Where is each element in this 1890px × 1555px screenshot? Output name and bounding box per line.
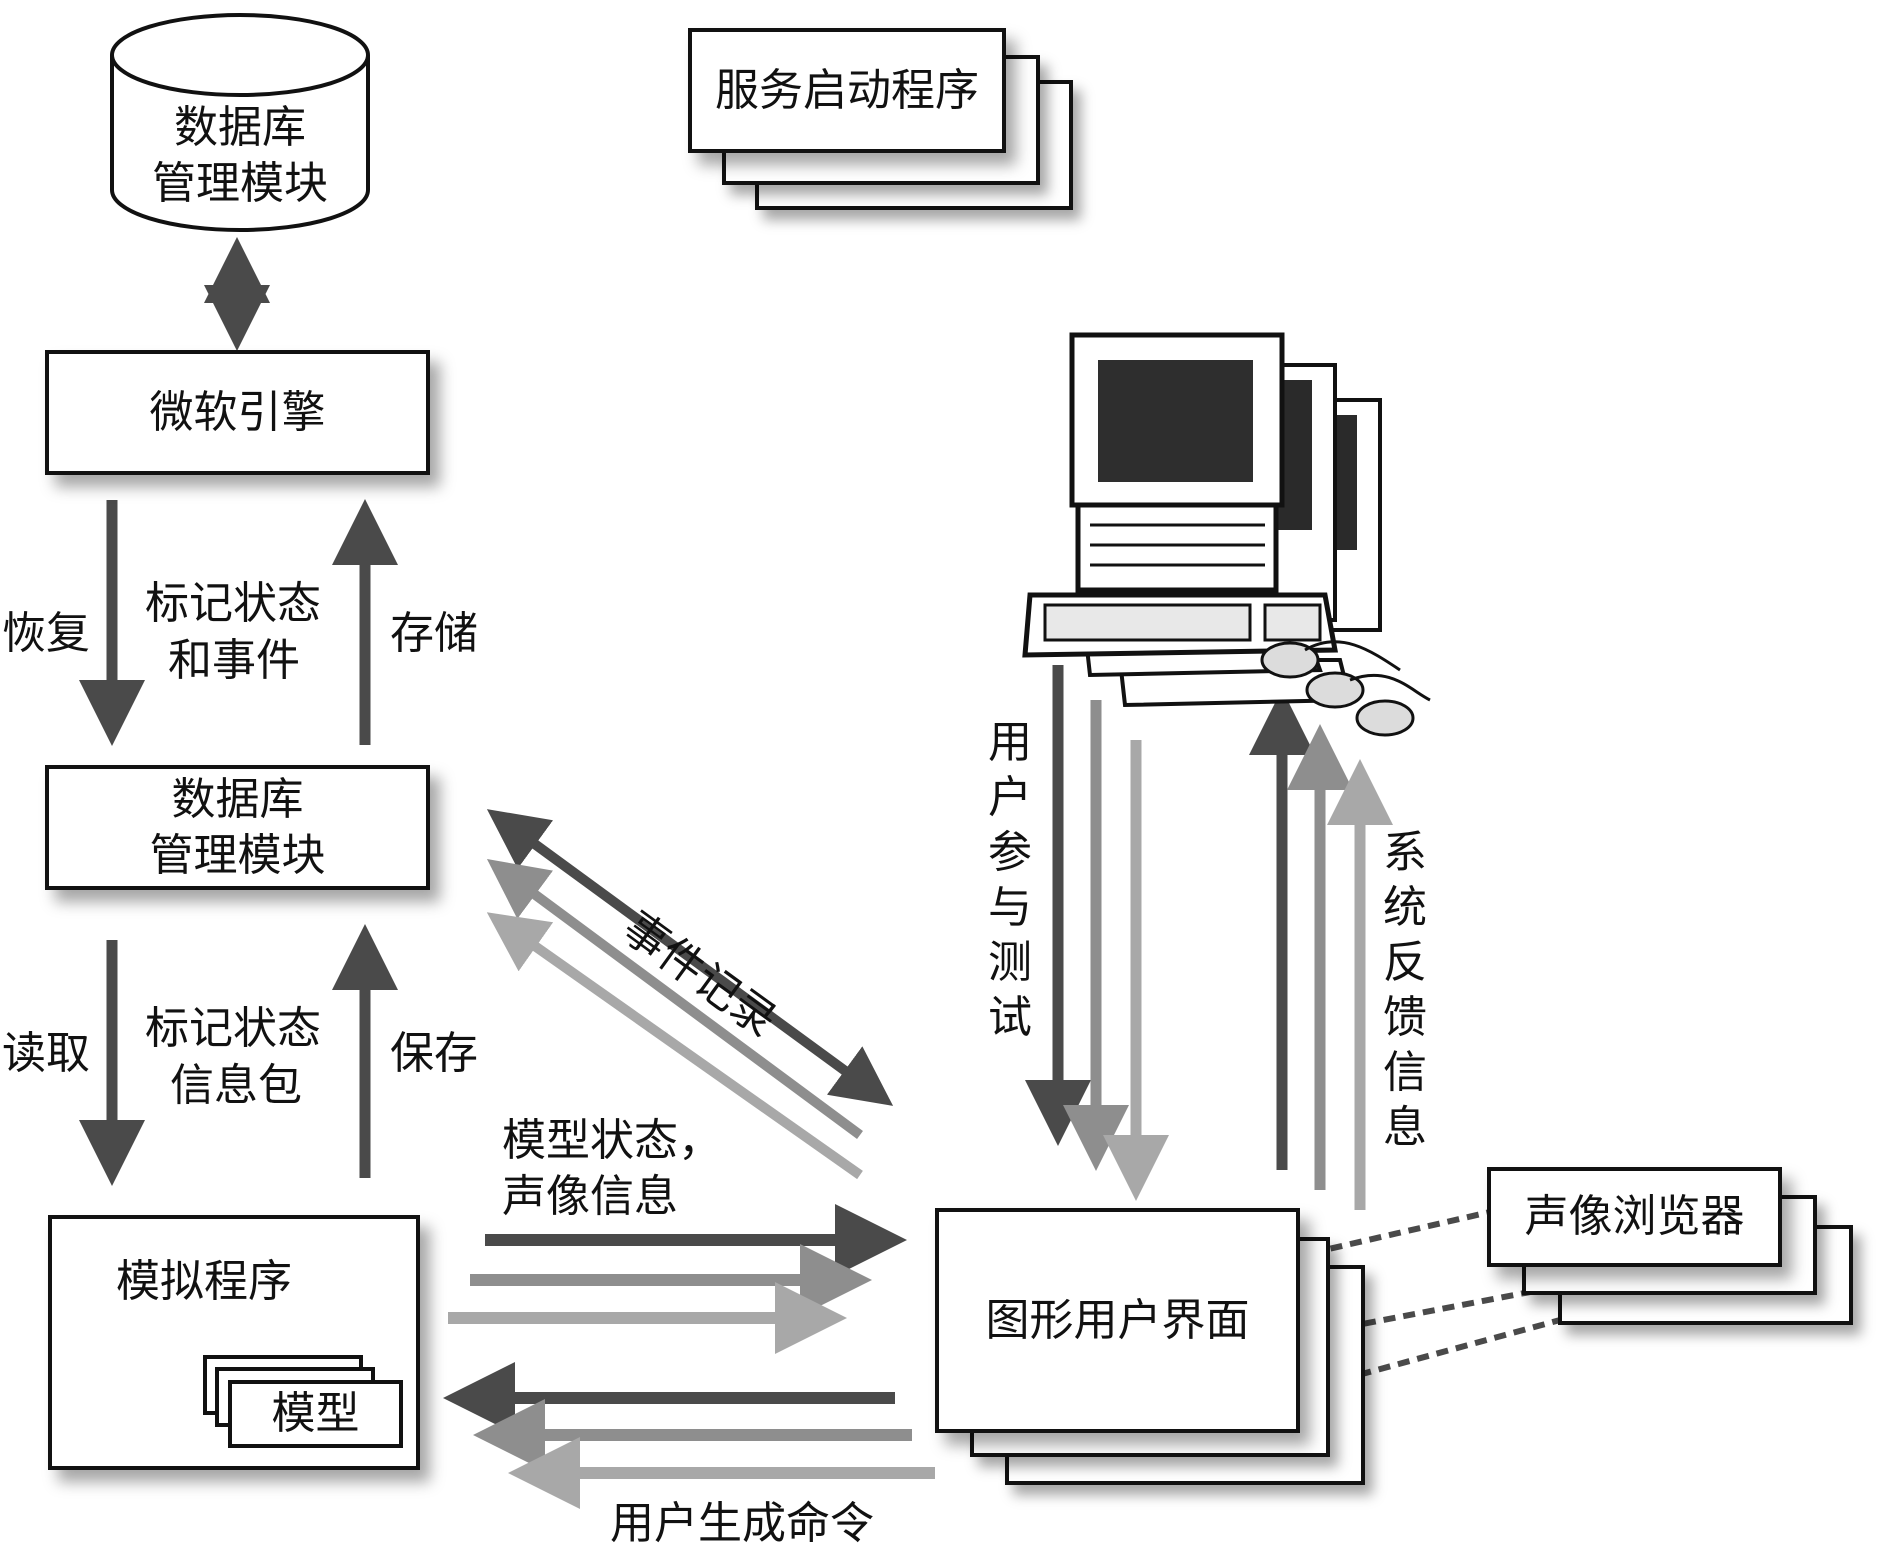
gui-label: 图形用户界面 — [985, 1294, 1250, 1346]
model-box: 模型 — [228, 1380, 403, 1448]
read-label: 读取 — [2, 1028, 90, 1079]
av-link-2 — [1304, 1289, 1531, 1338]
feedback-char-4: 馈 — [1383, 992, 1427, 1043]
model-state-label-2: 声像信息 — [502, 1171, 678, 1222]
store-label: 存储 — [390, 608, 478, 659]
gui-box: 图形用户界面 — [935, 1208, 1300, 1433]
database-top-line1: 数据库 — [174, 102, 306, 153]
user-test-char-6: 试 — [988, 992, 1032, 1043]
save-label: 保存 — [390, 1028, 478, 1079]
service-start-box: 服务启动程序 — [688, 28, 1006, 153]
database-cylinder-icon — [110, 13, 370, 232]
engine-box: 微软引擎 — [45, 350, 430, 475]
user-test-char-5: 测 — [988, 937, 1032, 988]
event-log-arrow-light — [486, 912, 863, 1180]
simulator-label: 模拟程序 — [116, 1256, 292, 1307]
model-state-label-1: 模型状态， — [502, 1115, 722, 1166]
user-test-char-2: 户 — [988, 772, 1032, 823]
workstation-icon — [1022, 332, 1431, 737]
event-log-arrow-dark — [486, 809, 894, 1106]
mark-events-label-2: 和事件 — [168, 635, 300, 686]
database-top-label: 数据库 管理模块 — [110, 100, 370, 212]
database-mid-box: 数据库 管理模块 — [45, 765, 430, 890]
feedback-char-5: 信 — [1383, 1047, 1427, 1098]
feedback-char-3: 反 — [1383, 937, 1427, 988]
mark-packet-label-2: 信息包 — [170, 1060, 302, 1111]
feedback-char-6: 息 — [1383, 1102, 1427, 1153]
service-start-label: 服务启动程序 — [715, 64, 979, 116]
system-feedback-label: 系 统 反 馈 信 息 — [1380, 825, 1430, 1155]
mark-packet-label-1: 标记状态 — [145, 1003, 321, 1054]
database-mid-line1: 数据库 — [171, 773, 304, 825]
feedback-char-1: 系 — [1383, 827, 1427, 878]
event-log-arrow-mid — [486, 859, 863, 1140]
engine-label: 微软引擎 — [149, 386, 326, 438]
user-commands-label: 用户生成命令 — [610, 1498, 874, 1549]
model-label: 模型 — [271, 1388, 360, 1439]
feedback-char-2: 统 — [1383, 882, 1427, 933]
user-test-char-4: 与 — [988, 882, 1032, 933]
user-test-char-3: 参 — [988, 827, 1032, 878]
restore-label: 恢复 — [2, 608, 90, 659]
mark-events-label-1: 标记状态 — [145, 578, 321, 629]
database-mid-line2: 管理模块 — [149, 829, 326, 881]
database-top-line2: 管理模块 — [152, 158, 328, 209]
av-link-1 — [1271, 1209, 1491, 1265]
av-link-3 — [1339, 1317, 1561, 1383]
av-browser-label: 声像浏览器 — [1524, 1191, 1745, 1242]
av-browser-box: 声像浏览器 — [1487, 1167, 1782, 1267]
user-test-char-1: 用 — [988, 717, 1032, 768]
user-test-label: 用 户 参 与 测 试 — [985, 715, 1035, 1045]
